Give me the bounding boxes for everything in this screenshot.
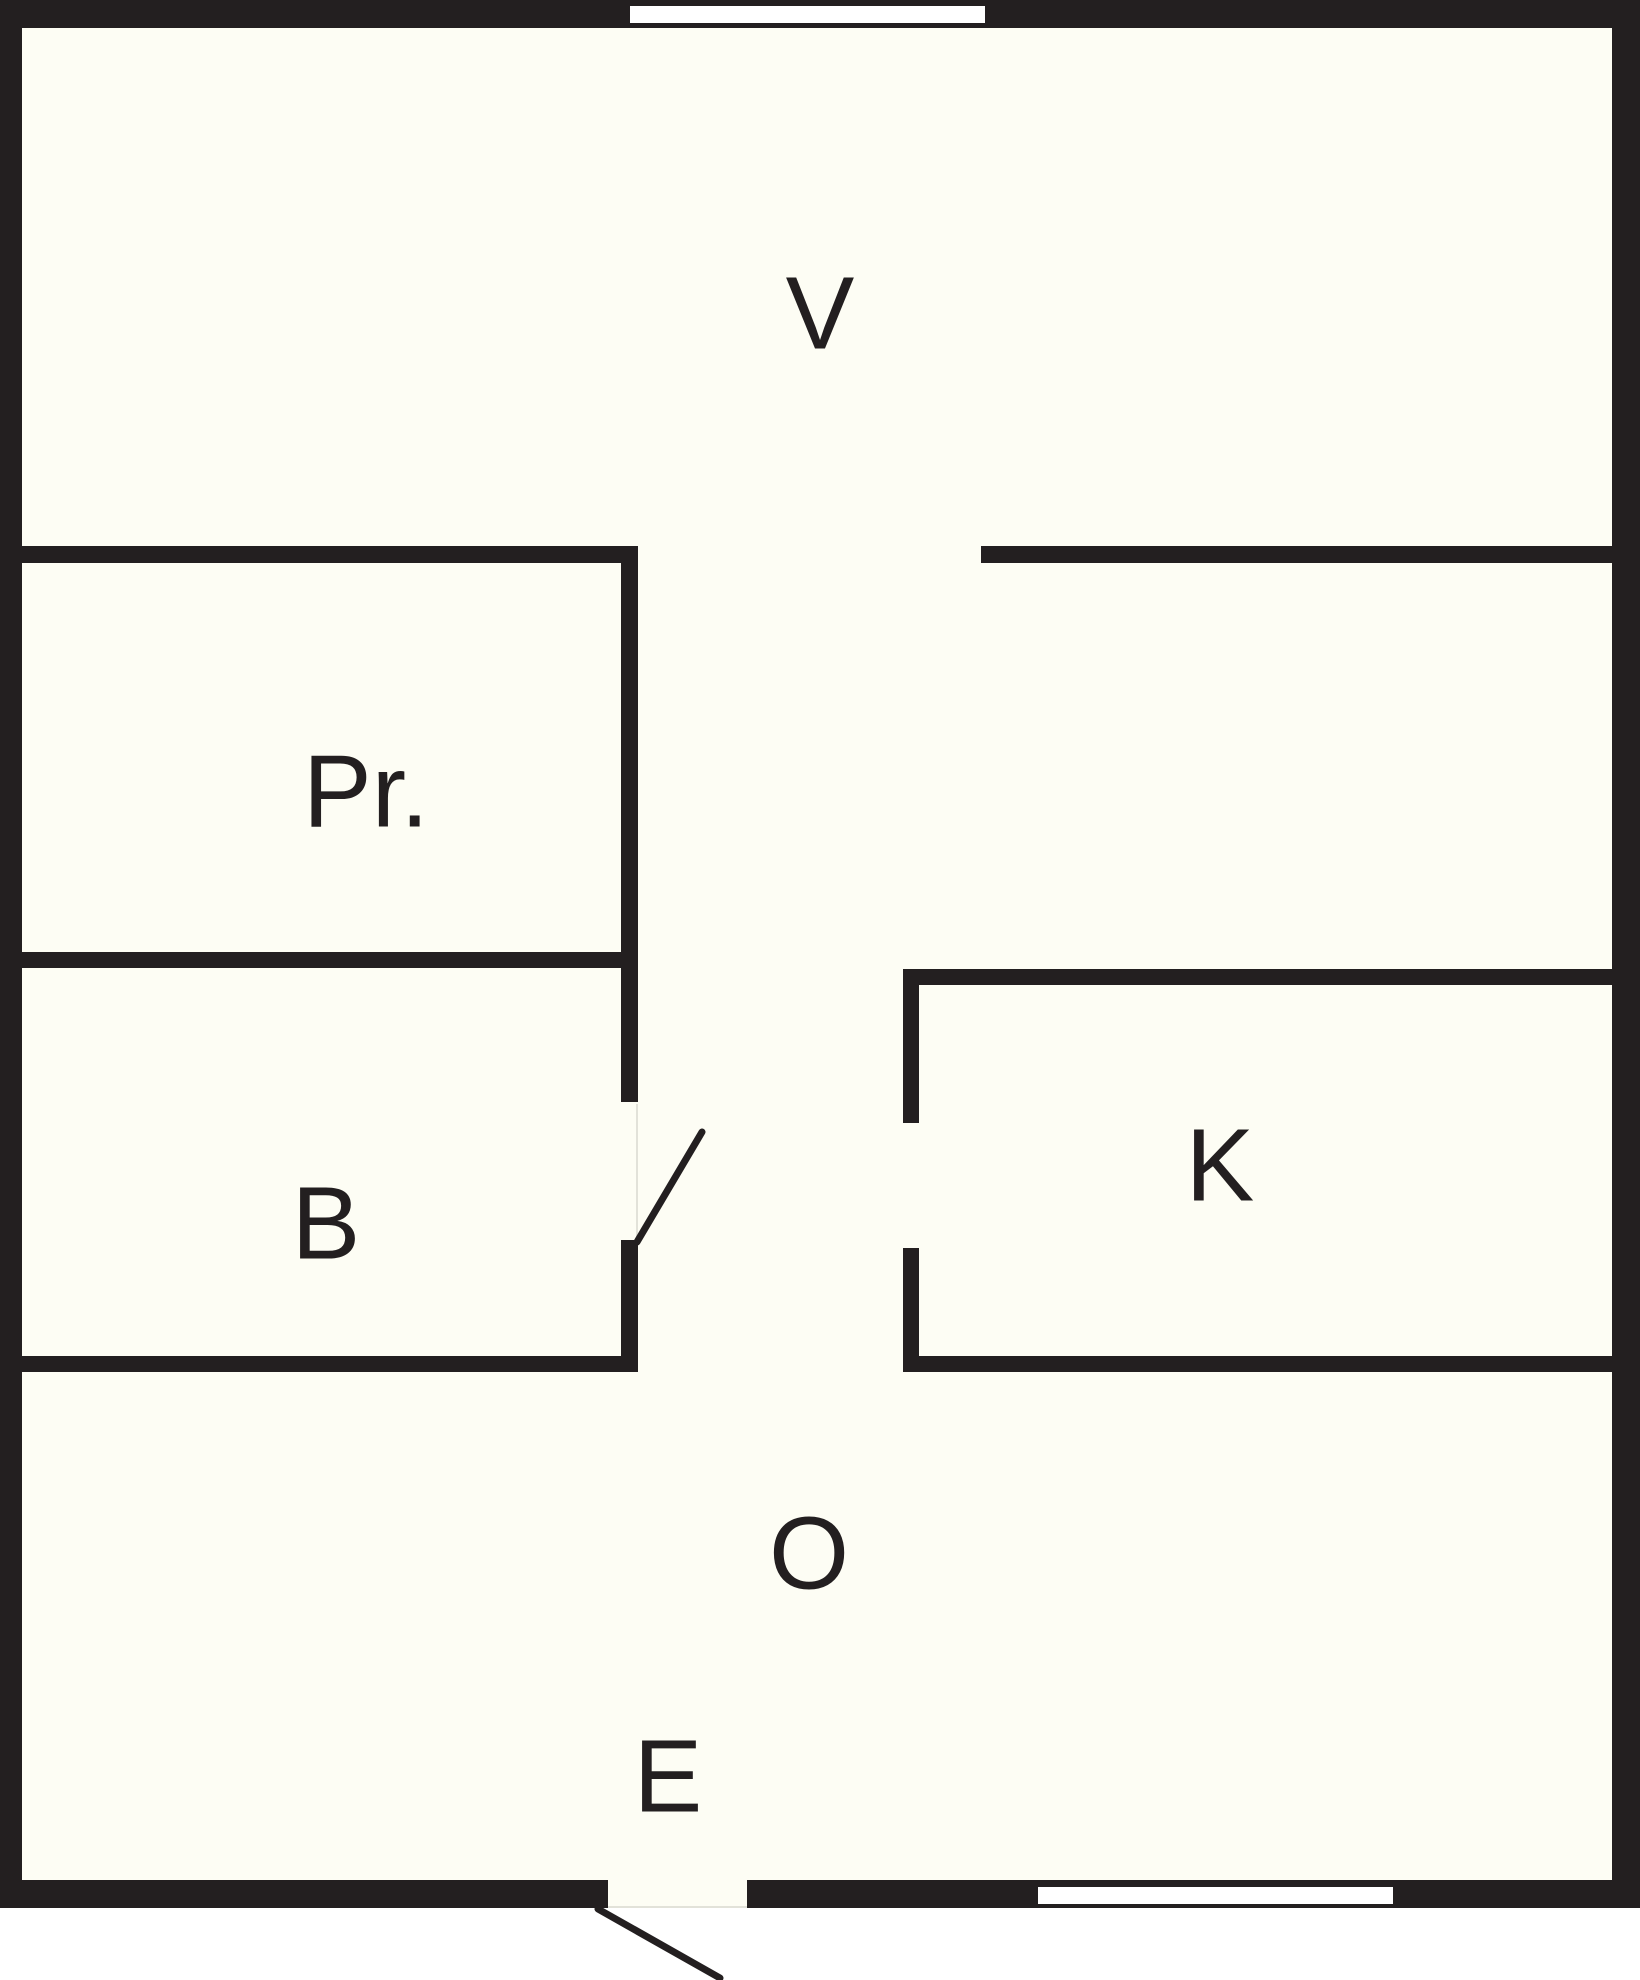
wall-b-room-bottom (0, 1356, 638, 1372)
room-label-o: O (768, 1495, 850, 1611)
room-label-b: B (291, 1165, 361, 1281)
room-label-pr: Pr. (303, 733, 429, 849)
wall-k-room-left-lower (903, 1248, 919, 1372)
wall-k-room-bottom (903, 1356, 1640, 1372)
entrance-door-opening (608, 1880, 747, 1908)
b-door-swing-line (633, 1128, 706, 1246)
wall-k-room-top (903, 969, 1640, 985)
room-label-e: E (633, 1718, 703, 1834)
outer-wall-right (1612, 0, 1640, 1908)
entrance-door-swing-line (594, 1905, 724, 1980)
wall-pr-b-divider (0, 952, 638, 968)
wall-v-room-right-segment (981, 546, 1640, 563)
wall-k-room-left-upper (903, 969, 919, 1123)
room-label-v: V (785, 255, 855, 371)
room-label-k: K (1185, 1107, 1255, 1223)
window-top (630, 6, 985, 23)
window-bottom-right (1038, 1887, 1393, 1904)
wall-b-room-right-lower (621, 1240, 638, 1372)
wall-v-room-left-segment (0, 546, 638, 563)
